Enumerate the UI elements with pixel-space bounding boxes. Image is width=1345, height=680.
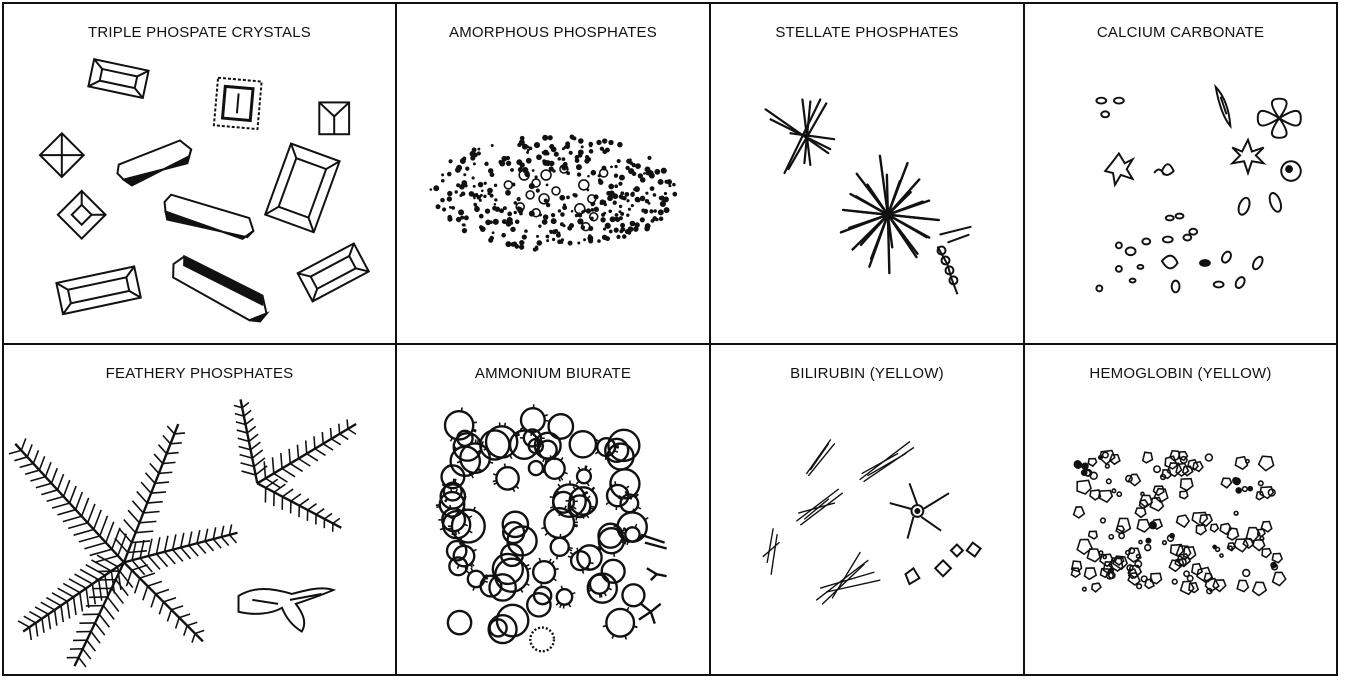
ammonium-biurate-illustration bbox=[397, 345, 709, 674]
panel-calcium-carbonate: CALCIUM CARBONATE bbox=[1025, 4, 1336, 345]
panel-feathery-phosphates: FEATHERY PHOSPHATES bbox=[4, 345, 397, 674]
calcium-carbonate-illustration bbox=[1025, 4, 1336, 343]
panel-hemoglobin: HEMOGLOBIN (YELLOW) bbox=[1025, 345, 1336, 674]
hemoglobin-illustration bbox=[1025, 345, 1336, 674]
panel-bilirubin: BILIRUBIN (YELLOW) bbox=[711, 345, 1025, 674]
amorphous-phosphates-illustration bbox=[397, 4, 709, 343]
bilirubin-illustration bbox=[711, 345, 1023, 674]
panel-amorphous-phosphates: AMORPHOUS PHOSPHATES bbox=[397, 4, 711, 345]
feathery-phosphates-illustration bbox=[4, 345, 395, 674]
triple-phosphate-illustration bbox=[4, 4, 395, 343]
panel-stellate-phosphates: STELLATE PHOSPHATES bbox=[711, 4, 1025, 345]
panel-triple-phosphate: TRIPLE PHOSPATE CRYSTALS bbox=[4, 4, 397, 345]
stellate-phosphates-illustration bbox=[711, 4, 1023, 343]
panel-ammonium-biurate: AMMONIUM BIURATE bbox=[397, 345, 711, 674]
